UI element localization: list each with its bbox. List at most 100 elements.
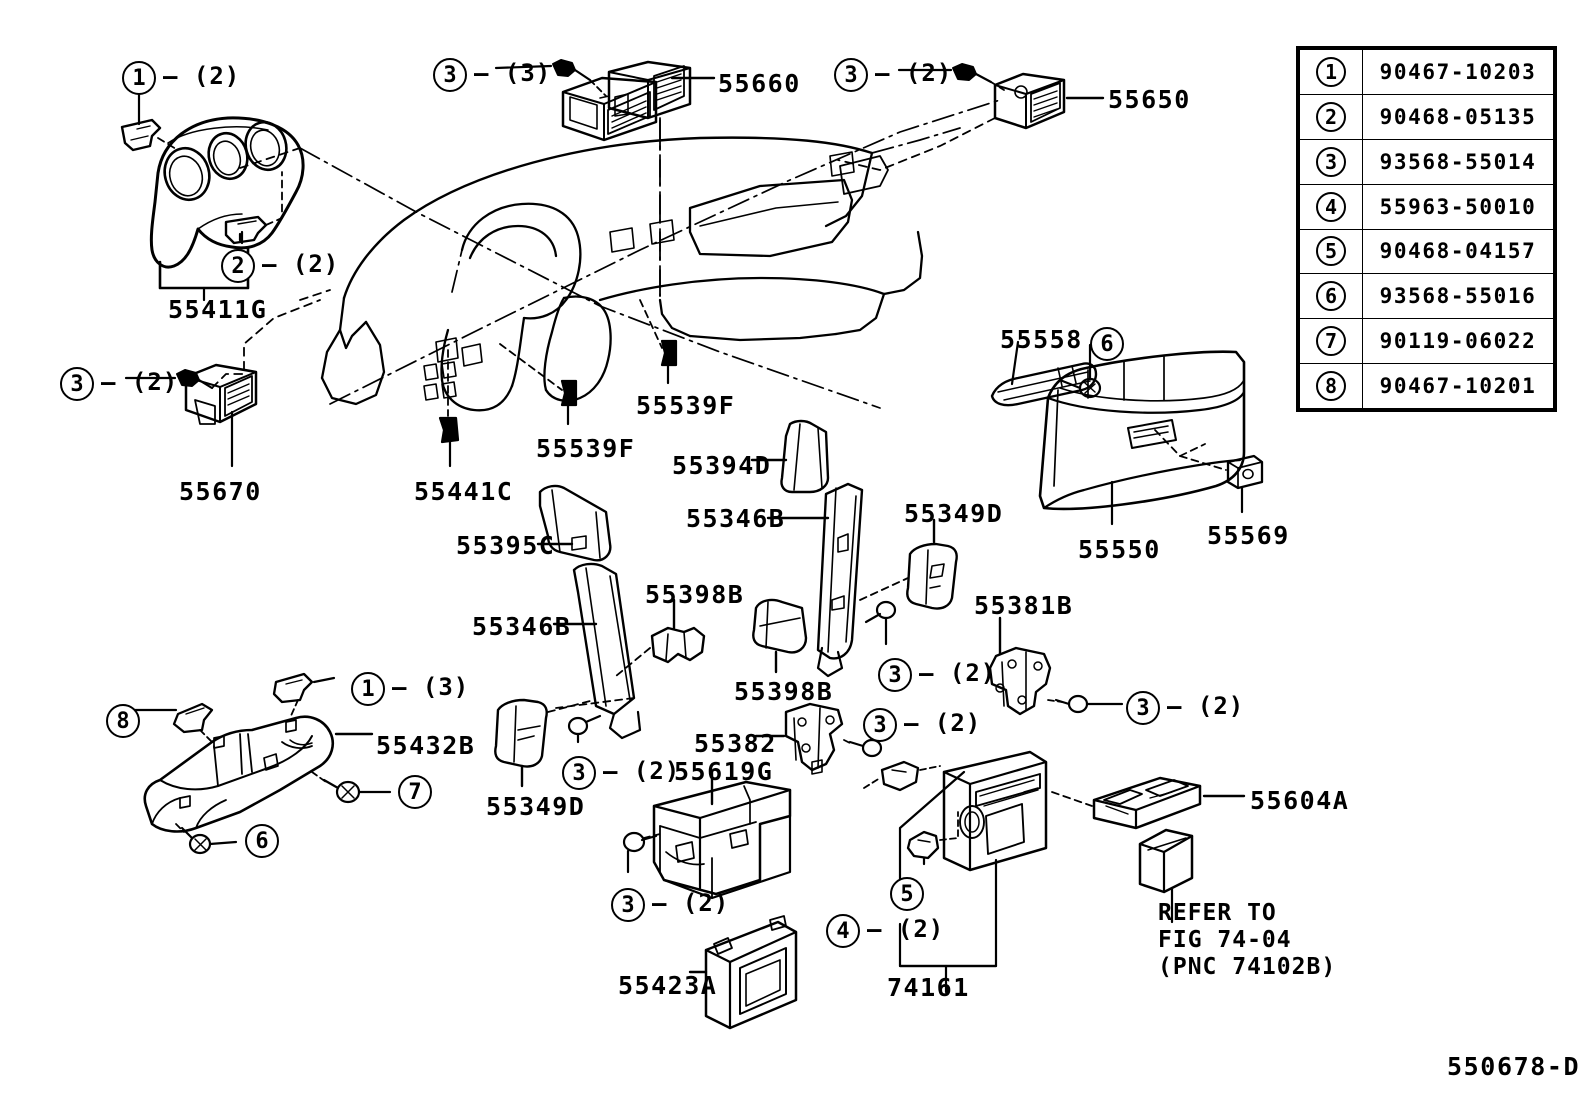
part-label-55660: 55660 bbox=[718, 69, 801, 98]
part-label-55670: 55670 bbox=[179, 477, 262, 506]
callout-circle-c3_vent67: 3 bbox=[60, 367, 94, 401]
part-screw-55381B bbox=[1054, 694, 1089, 714]
legend-number-cell: 8 bbox=[1299, 363, 1363, 409]
part-glove-box-damper-55558 bbox=[990, 362, 1098, 407]
callout-circle-c5_74161: 5 bbox=[890, 877, 924, 911]
legend-number-circle: 6 bbox=[1316, 281, 1346, 312]
part-label-55550: 55550 bbox=[1078, 535, 1161, 564]
part-clip-55441C bbox=[438, 416, 460, 444]
callout-qty-c3_vent66: – (3) bbox=[474, 59, 552, 87]
callout-qty-c3_619g: – (2) bbox=[652, 889, 730, 917]
part-label-55650: 55650 bbox=[1108, 85, 1191, 114]
part-screw-55660 bbox=[552, 59, 592, 82]
callout-qty-c3_381b: – (2) bbox=[1167, 692, 1245, 720]
part-trim-cover-55349D-right bbox=[906, 542, 958, 610]
part-tray-insert-55423A bbox=[704, 915, 798, 1030]
part-label-55539f: 55539F bbox=[636, 391, 736, 420]
legend-number-circle: 4 bbox=[1316, 191, 1346, 222]
legend-number-circle: 8 bbox=[1316, 371, 1346, 402]
legend-number-cell: 4 bbox=[1299, 183, 1363, 230]
part-clip-55539F-right bbox=[660, 339, 678, 367]
part-clip-1-upper bbox=[120, 118, 162, 152]
part-screw-55382 bbox=[848, 738, 883, 758]
part-pillar-trim-55346B-upper bbox=[816, 482, 864, 678]
callout-qty-c3_pillar: – (2) bbox=[919, 659, 997, 687]
legend-number-circle: 1 bbox=[1316, 56, 1346, 87]
part-lower-column-cover-55432B bbox=[143, 715, 334, 833]
part-label-55398b: 55398B bbox=[645, 580, 745, 609]
callout-circle-c3_vent66: 3 bbox=[433, 58, 467, 92]
legend-row: 1 90467-10203 bbox=[1299, 49, 1554, 95]
part-glove-box-55550 bbox=[1038, 350, 1246, 511]
legend-partnumber-cell: 93568-55016 bbox=[1362, 273, 1554, 320]
part-label-55604a: 55604A bbox=[1250, 786, 1350, 815]
part-screw-55349D bbox=[567, 714, 602, 736]
callout-qty-c3_382: – (2) bbox=[904, 709, 982, 737]
legend-number-cell: 5 bbox=[1299, 228, 1363, 275]
callout-circle-c1_top: 1 bbox=[122, 61, 156, 95]
legend-number-cell: 1 bbox=[1299, 49, 1363, 95]
part-trim-cover-55349D-left bbox=[494, 698, 548, 768]
part-label-55381b: 55381B bbox=[974, 591, 1074, 620]
legend-partnumber-cell: 90119-06022 bbox=[1362, 318, 1554, 365]
legend-number-circle: 7 bbox=[1316, 326, 1346, 357]
part-center-vent-55660 bbox=[561, 60, 692, 142]
part-clip-console-top bbox=[880, 760, 920, 792]
legend-row: 7 90119-06022 bbox=[1299, 318, 1554, 365]
part-glove-box-striker-55569 bbox=[1226, 454, 1264, 490]
callout-circle-c3_382: 3 bbox=[863, 708, 897, 742]
part-label-55569: 55569 bbox=[1207, 521, 1290, 550]
part-cluster-bezel-55411G bbox=[149, 116, 305, 269]
callout-circle-c2_cluster: 2 bbox=[221, 249, 255, 283]
callout-circle-c1_lower: 1 bbox=[351, 672, 385, 706]
callout-circle-c8_lower: 8 bbox=[106, 704, 140, 738]
legend-partnumber-cell: 90467-10203 bbox=[1362, 49, 1554, 95]
part-screw-pillar bbox=[864, 600, 897, 624]
legend-part-number: 90467-10201 bbox=[1379, 374, 1537, 399]
callout-circle-c6_lower: 6 bbox=[245, 824, 279, 858]
part-center-tray-55619G bbox=[652, 780, 792, 900]
part-pillar-trim-55346B-lower bbox=[572, 562, 642, 740]
part-label-55411g: 55411G bbox=[168, 295, 268, 324]
part-label-55539f: 55539F bbox=[536, 434, 636, 463]
callout-circle-c3_381b: 3 bbox=[1126, 691, 1160, 725]
callout-circle-c3_pillar: 3 bbox=[878, 658, 912, 692]
legend-number-cell: 6 bbox=[1299, 273, 1363, 320]
legend-number-cell: 2 bbox=[1299, 93, 1363, 140]
part-label-55395c: 55395C bbox=[456, 531, 556, 560]
part-clip-55539F-left bbox=[560, 379, 578, 407]
callout-circle-c7_lower: 7 bbox=[398, 775, 432, 809]
part-label-55619g: 55619G bbox=[674, 757, 774, 786]
part-screw-6-lower bbox=[180, 826, 212, 855]
part-side-vent-55650 bbox=[993, 72, 1066, 130]
callout-circle-c3_349d: 3 bbox=[562, 756, 596, 790]
part-console-panel-74161 bbox=[942, 750, 1048, 872]
legend-number-circle: 3 bbox=[1316, 146, 1346, 177]
part-label-74161: 74161 bbox=[887, 973, 970, 1002]
legend-partnumber-cell: 90468-04157 bbox=[1362, 228, 1554, 275]
part-label-55346b: 55346B bbox=[472, 612, 572, 641]
legend-row: 8 90467-10201 bbox=[1299, 363, 1554, 409]
legend-part-number: 90468-04157 bbox=[1379, 239, 1537, 264]
legend-part-number: 90119-06022 bbox=[1379, 329, 1537, 354]
part-label-55349d: 55349D bbox=[904, 499, 1004, 528]
part-cup-holder-55604A bbox=[1092, 776, 1202, 830]
part-bracket-55381B bbox=[988, 646, 1052, 716]
legend-part-number: 93568-55016 bbox=[1379, 284, 1537, 309]
legend-row: 5 90468-04157 bbox=[1299, 228, 1554, 275]
callout-qty-c3_vent65: – (2) bbox=[875, 59, 953, 87]
part-label-55432b: 55432B bbox=[376, 731, 476, 760]
legend-partnumber-cell: 90468-05135 bbox=[1362, 93, 1554, 140]
callout-circle-c4_74161: 4 bbox=[826, 914, 860, 948]
figure-id: 550678-D bbox=[1447, 1052, 1581, 1081]
part-bracket-55398B-left bbox=[650, 626, 706, 664]
callout-circle-c3_619g: 3 bbox=[611, 888, 645, 922]
callout-qty-c2_cluster: – (2) bbox=[262, 250, 340, 278]
legend-number-cell: 3 bbox=[1299, 138, 1363, 185]
callout-qty-c1_top: – (2) bbox=[163, 62, 241, 90]
part-label-55558: 55558 bbox=[1000, 325, 1083, 354]
legend-number-circle: 2 bbox=[1316, 101, 1346, 132]
